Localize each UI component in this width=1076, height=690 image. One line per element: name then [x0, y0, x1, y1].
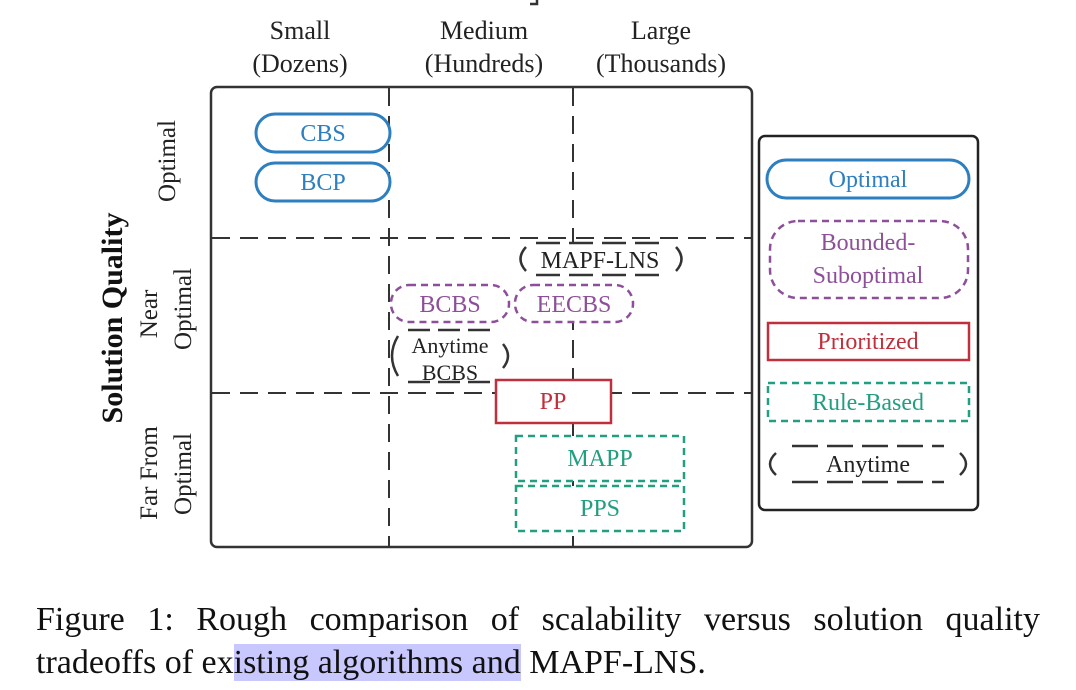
caption-line-1: Figure 1: Rough comparison of scalabilit…: [36, 601, 1040, 638]
algorithm-mapp-label: MAPP: [567, 446, 632, 472]
y-axis-title: Solution Quality: [96, 213, 129, 424]
legend-optimal-label: Optimal: [829, 167, 908, 193]
column-header-small-line2: (Dozens): [252, 49, 347, 78]
legend-bounded-swatch: [768, 219, 970, 300]
caption-line-2-end: MAPF-LNS.: [520, 644, 706, 681]
legend-prioritized-label: Prioritized: [817, 329, 918, 355]
algorithm-mapf-lns-label: MAPF-LNS: [541, 248, 660, 274]
row-label-optimal: Optimal: [154, 120, 181, 202]
legend-prioritized-swatch: [766, 321, 971, 362]
grid-frame: [209, 85, 754, 549]
cropped-title-glyph: [530, 0, 539, 6]
legend-bounded-label-line-1: Bounded-: [821, 230, 916, 256]
column-header-large-line2: (Thousands): [596, 49, 726, 78]
row-label-far-line1: Far From: [136, 426, 163, 520]
column-header-medium-line1: Medium: [440, 16, 528, 45]
algorithm-anytime-bcbs-mask: [392, 328, 508, 384]
row-label-far-line2: Optimal: [170, 433, 197, 515]
algorithm-pp-label: PP: [540, 389, 567, 415]
legend-optimal-swatch: [765, 158, 971, 200]
column-header-large-line1: Large: [631, 16, 691, 45]
legend-bounded-label-line-2: Suboptimal: [813, 263, 924, 289]
algorithm-bcp-shape: [254, 161, 392, 203]
caption-highlight: isting algorithms and: [233, 644, 521, 681]
row-label-near-line1: Near: [136, 289, 163, 338]
algorithm-mapf-lns-right-paren: [675, 246, 683, 272]
algorithm-mapp-shape: [514, 434, 686, 483]
algorithm-cbs-label: CBS: [300, 121, 345, 147]
algorithm-pps-shape: [514, 484, 686, 533]
caption-line-2-start: tradeoffs of ex: [36, 644, 234, 681]
algorithm-mapf-lns-left-paren: [519, 246, 527, 272]
legend-anytime-left-paren: [768, 452, 777, 476]
algorithm-bcbs-label: BCBS: [419, 292, 480, 318]
caption-line-2: tradeoffs of existing algorithms and MAP…: [36, 641, 1040, 684]
algorithm-eecbs-label: EECBS: [537, 292, 612, 318]
algorithm-anytime-bcbs-label-line-1: Anytime: [412, 333, 489, 358]
legend-anytime-right-paren: [959, 452, 968, 476]
algorithm-pp-shape: [494, 378, 613, 425]
row-label-near-line2: Optimal: [170, 268, 197, 350]
legend-bounded-label: Bounded- Suboptimal: [813, 230, 924, 289]
algorithm-bcbs-shape: [389, 283, 511, 324]
column-header-medium-line2: (Hundreds): [425, 49, 543, 78]
column-header-small-line1: Small: [270, 16, 331, 45]
algorithm-anytime-bcbs-label-line-2: BCBS: [422, 360, 478, 385]
legend-rule-label: Rule-Based: [812, 390, 924, 416]
algorithm-pps-label: PPS: [580, 496, 620, 522]
figure-diagram: Small (Dozens) Medium (Hundreds) Large (…: [96, 0, 980, 549]
algorithm-anytime-bcbs-right-paren: [502, 343, 510, 369]
figure-caption: Figure 1: Rough comparison of scalabilit…: [36, 598, 1040, 684]
legend-anytime-label: Anytime: [826, 452, 910, 478]
algorithm-anytime-bcbs-left-paren: [390, 335, 400, 377]
algorithm-bcp-label: BCP: [300, 170, 345, 196]
algorithm-mapf-lns-mask: [520, 242, 682, 276]
legend-frame: [757, 134, 980, 512]
algorithm-eecbs-shape: [513, 283, 635, 324]
legend-rule-swatch: [766, 381, 971, 423]
algorithm-cbs-shape: [254, 112, 392, 154]
